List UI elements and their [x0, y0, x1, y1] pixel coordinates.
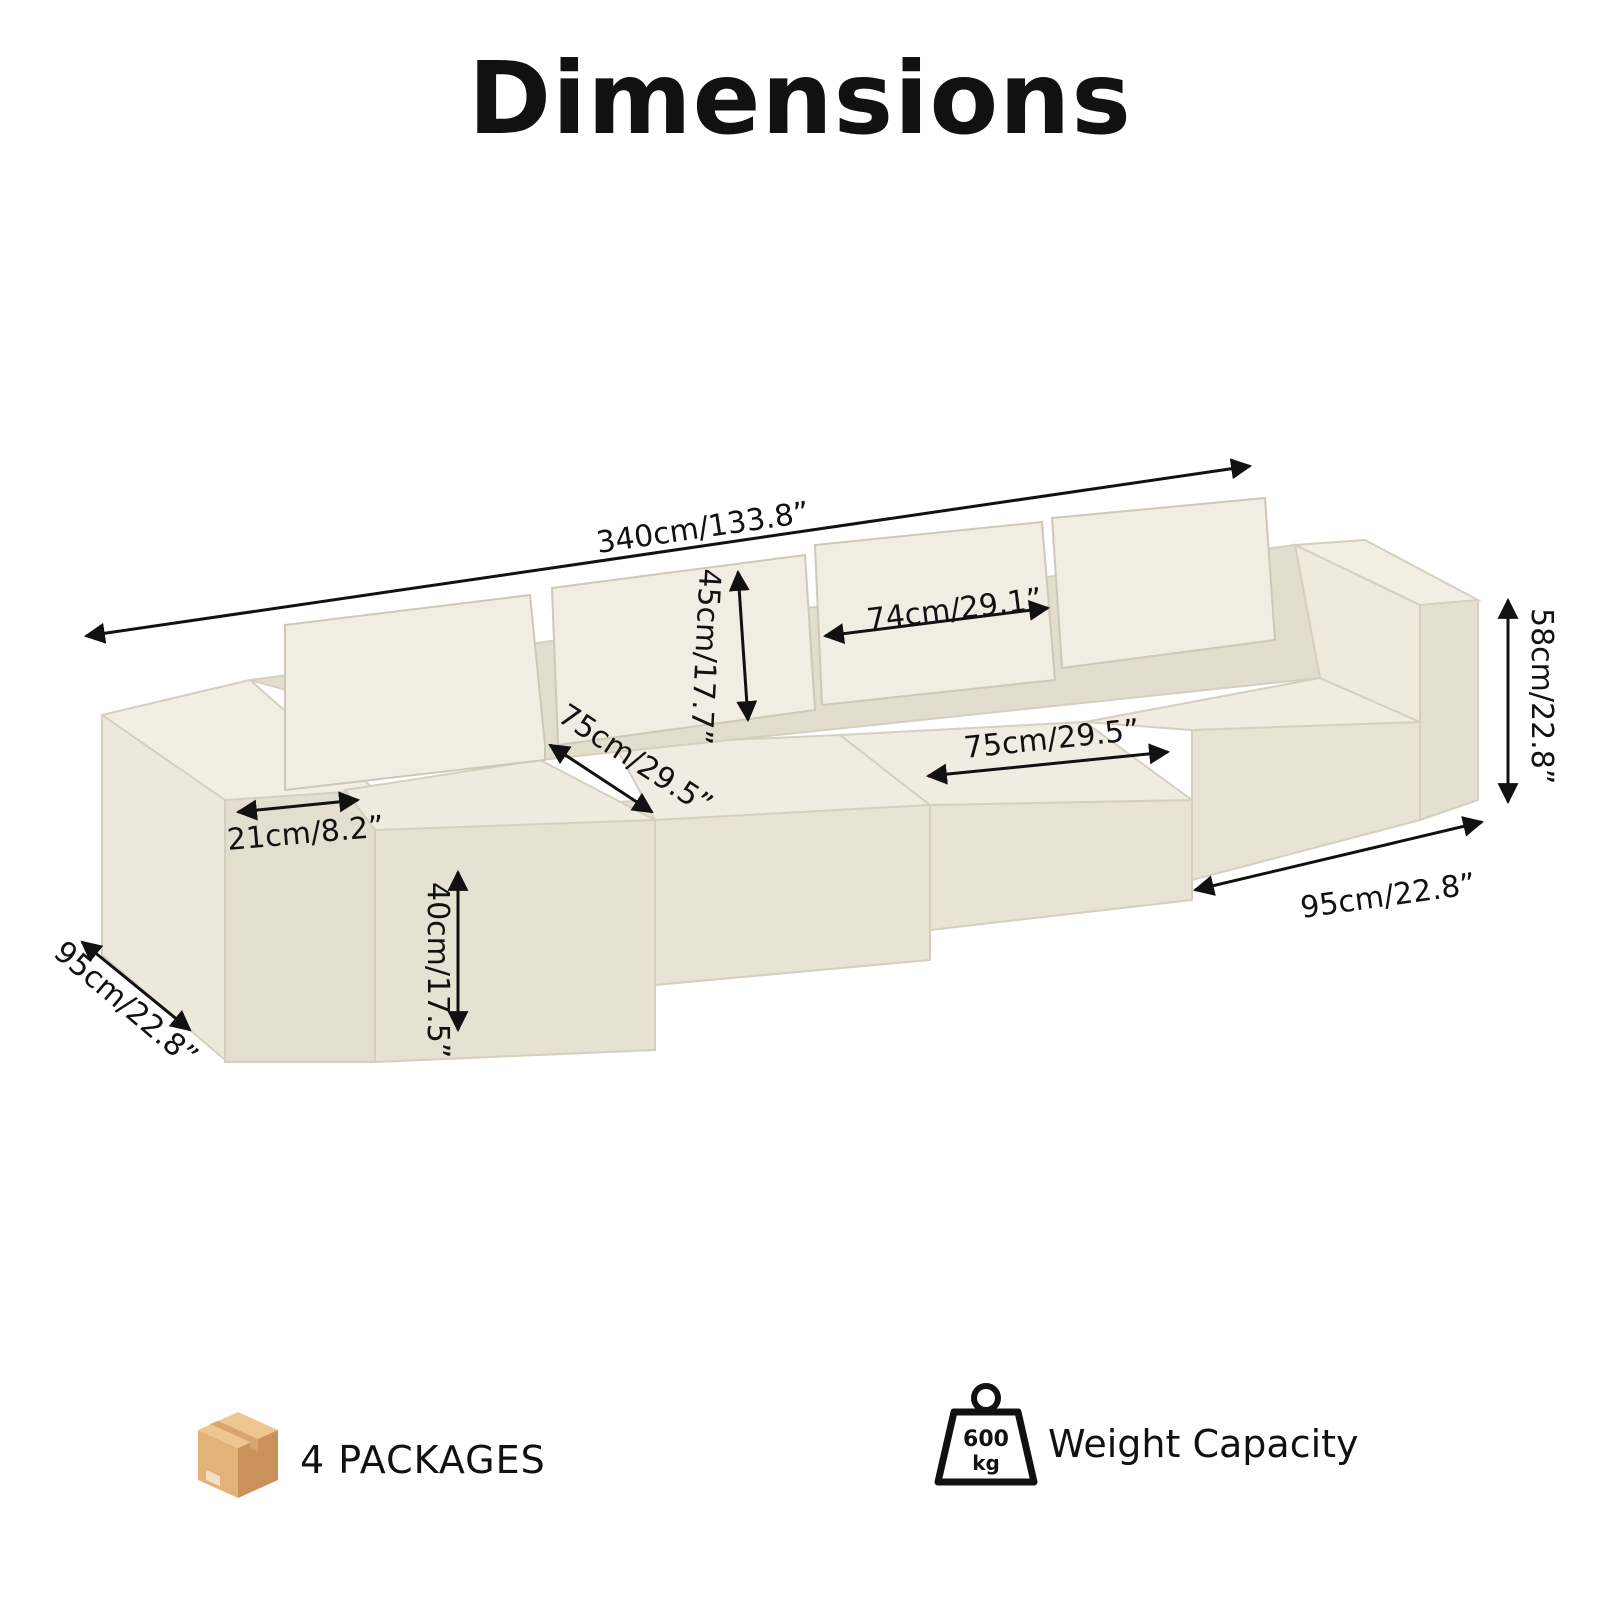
backrest-height-arrow — [728, 569, 758, 723]
overall-length-arrow — [83, 458, 1253, 644]
box-icon — [188, 1402, 288, 1506]
back-cushion-4 — [1050, 496, 1277, 670]
dimension-arrows — [80, 458, 1519, 1033]
seat-2 — [654, 803, 931, 987]
seat-4 — [1191, 720, 1421, 882]
seat-width-arrow — [925, 743, 1171, 785]
weight-icon: 600 kg — [930, 1380, 1042, 1496]
right-arm-front — [1419, 598, 1479, 822]
seat-1 — [374, 798, 656, 1064]
armrest-width-arrow — [235, 791, 361, 821]
overall-length-label: 340cm/133.8” — [594, 495, 811, 561]
depth-right-label: 95cm/22.8” — [1298, 867, 1477, 926]
cushion-width-arrow — [822, 599, 1051, 645]
sofa-illustration — [99, 496, 1482, 1064]
weight-capacity-label: Weight Capacity — [1048, 1422, 1359, 1466]
page-title: Dimensions — [468, 40, 1132, 157]
seat-diagonal-arrow — [548, 743, 654, 814]
packages-label: 4 PACKAGES — [300, 1438, 546, 1482]
depth-left-arrow — [80, 940, 192, 1032]
depth-right-arrow — [1192, 816, 1485, 896]
total-height-label: 58cm/22.8” — [1524, 608, 1559, 784]
seat-height-label: 40cm/17.5” — [420, 882, 455, 1058]
back-cushion-1 — [284, 593, 546, 792]
weight-badge-value: 600 — [963, 1427, 1009, 1452]
seat-3 — [929, 798, 1193, 932]
weight-badge-unit: kg — [972, 1451, 1000, 1475]
